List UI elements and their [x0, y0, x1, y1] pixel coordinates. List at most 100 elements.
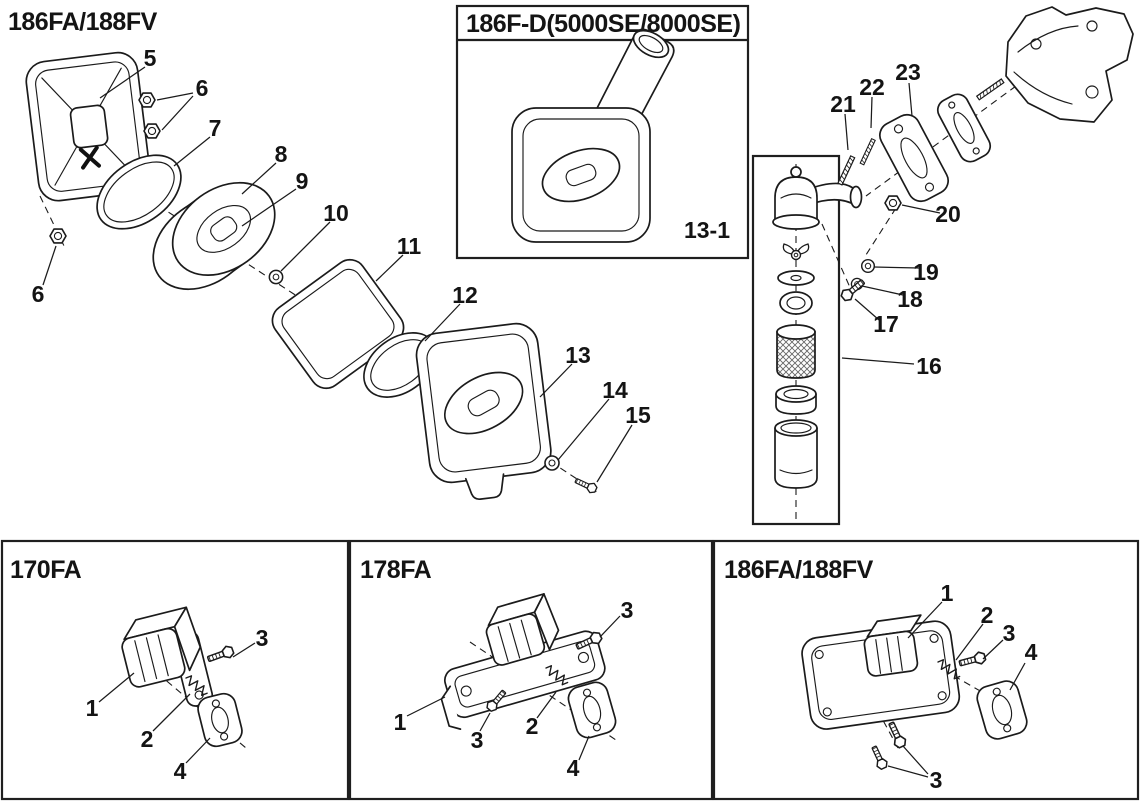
callout-170fa-4: 4 — [174, 737, 211, 784]
air-filter-base — [415, 322, 552, 501]
callout-number: 6 — [196, 75, 209, 101]
callout-number: 3 — [471, 727, 484, 753]
callout-number: 16 — [916, 353, 942, 379]
air-inlet-elbow — [805, 182, 863, 209]
callout-186fa-4: 4 — [1009, 639, 1038, 691]
callout-number: 17 — [873, 311, 899, 337]
panel-186fa: 186FA/188FV 1 — [712, 539, 1140, 801]
filter-element — [152, 181, 276, 291]
callout-number: 11 — [397, 233, 422, 259]
gasket-178fa — [567, 681, 617, 739]
panel-178fa-label: 178FA — [360, 556, 432, 584]
callout-number: 18 — [897, 286, 923, 312]
callout-number: 4 — [174, 758, 187, 784]
callout-170fa-1: 1 — [86, 672, 135, 721]
callout-14: 14 — [557, 377, 628, 461]
callout-10: 10 — [280, 200, 349, 272]
callout-number: 3 — [1003, 620, 1016, 646]
adapter-plate-178fa — [440, 630, 606, 730]
reed-block-178fa — [485, 593, 560, 666]
callout-number: 6 — [32, 281, 45, 307]
callout-number: 4 — [567, 755, 580, 781]
panel-170fa: 170FA 3 1 2 — [0, 539, 350, 801]
callout-8: 8 — [241, 141, 288, 195]
callout-number: 3 — [621, 597, 634, 623]
intake-assembly-view: 16 17 18 19 20 21 22 23 — [751, 6, 1134, 526]
inset-186fd: 186F-D(5000SE/8000SE) 13-1 — [455, 4, 750, 260]
panel-178fa-border — [348, 539, 714, 801]
callout-number: 2 — [141, 726, 154, 752]
callout-number: 8 — [275, 141, 288, 167]
callout-16: 16 — [841, 353, 942, 379]
bolt-axis-dashed — [821, 223, 853, 293]
callout-170fa-2: 2 — [141, 693, 191, 752]
retainer-plate — [777, 270, 815, 286]
cover-nut-upper — [138, 92, 156, 108]
main-exploded-view: 186FA/188FV — [8, 8, 651, 501]
callout-20: 20 — [901, 201, 961, 227]
inset-label: 186F-D(5000SE/8000SE) — [466, 10, 741, 38]
callout-number: 7 — [209, 115, 222, 141]
filter-mesh-element — [776, 324, 816, 379]
callout-number: 10 — [323, 200, 349, 226]
callout-178fa-4: 4 — [567, 735, 590, 781]
callout-23: 23 — [895, 59, 921, 117]
callout-19: 19 — [873, 259, 939, 285]
callout-186fa-2: 2 — [955, 602, 993, 661]
callout-12: 12 — [424, 282, 478, 342]
panel-186fa-border — [712, 539, 1140, 801]
callout-18: 18 — [861, 285, 923, 312]
air-cleaner-box-border — [751, 154, 841, 526]
cover-nut-middle — [143, 123, 161, 139]
callout-7: 7 — [173, 115, 222, 167]
inset-border — [455, 4, 750, 260]
callout-178fa-1: 1 — [394, 696, 446, 735]
callout-178fa-3-top: 3 — [599, 597, 634, 638]
nut-axis-dashed — [863, 207, 897, 259]
callout-number: 15 — [625, 402, 651, 428]
callout-21: 21 — [830, 91, 856, 151]
callout-number: 22 — [859, 74, 885, 100]
inset-air-filter-assembly — [511, 28, 675, 243]
callout-6-lower: 6 — [32, 245, 57, 307]
small-washer-10 — [268, 269, 284, 285]
callout-number: 21 — [830, 91, 856, 117]
cover-gasket — [96, 154, 182, 230]
gasket-170fa — [197, 692, 243, 748]
reed-block-170fa — [121, 606, 202, 688]
callout-186fa-3-bottom: 3 — [887, 745, 942, 793]
callout-170fa-3: 3 — [232, 625, 269, 658]
inset-ref-13-1: 13-1 — [684, 217, 730, 243]
callout-186fa-3-top: 3 — [982, 620, 1016, 660]
callout-number: 1 — [394, 709, 407, 735]
panel-186fa-label: 186FA/188FV — [724, 556, 874, 584]
manifold-gasket — [936, 93, 992, 163]
manifold-nut-20 — [884, 195, 902, 211]
callout-15: 15 — [596, 402, 651, 483]
seal-ring — [779, 291, 813, 315]
washer-19 — [860, 258, 876, 274]
callout-number: 4 — [1025, 639, 1038, 665]
panel-186fa-bolt-axis-dashed — [871, 699, 899, 749]
callout-178fa-2: 2 — [526, 691, 557, 739]
heat-shield-bracket — [1005, 6, 1134, 123]
section-label-main: 186FA/188FV — [8, 8, 158, 36]
callout-13: 13 — [539, 342, 591, 398]
callout-number: 14 — [602, 377, 628, 403]
callout-22: 22 — [859, 74, 885, 129]
gasket-186fa — [976, 680, 1028, 740]
callout-9: 9 — [241, 168, 308, 227]
callout-number: 3 — [256, 625, 269, 651]
panel-170fa-label: 170FA — [10, 556, 82, 584]
callout-11: 11 — [375, 233, 422, 282]
callout-17: 17 — [854, 298, 899, 337]
air-filter-cover — [25, 51, 151, 202]
reed-block-186fa — [863, 614, 922, 677]
callout-number: 23 — [895, 59, 921, 85]
intake-manifold-flange — [879, 113, 949, 203]
base-washer-14 — [544, 455, 560, 471]
callout-number: 19 — [913, 259, 939, 285]
panel-170fa-border — [0, 539, 350, 801]
cover-nut-lower — [49, 228, 67, 244]
